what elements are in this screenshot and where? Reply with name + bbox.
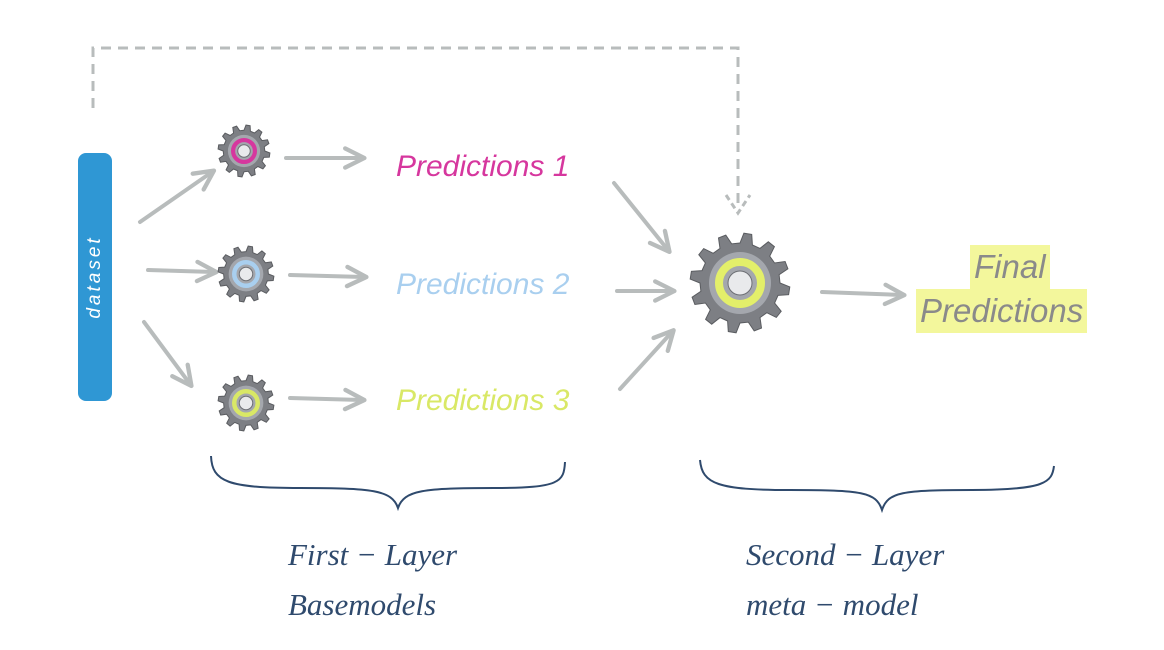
- arrow-meta-to-final: [820, 282, 907, 307]
- predictions-2-label: Predictions 2: [396, 268, 570, 301]
- dataset-label: dataset: [84, 235, 105, 319]
- gear-icon-base-model-3: [217, 374, 275, 432]
- arrow-predictions-3-to-meta: [618, 328, 676, 391]
- gear-icon-base-model-1: [217, 124, 271, 178]
- dashed-arrowhead: [724, 194, 752, 216]
- gear-icon-base-model-2: [217, 245, 275, 303]
- arrow-model-2-to-predictions: [288, 264, 369, 289]
- second-layer-line-2: meta − model: [746, 587, 919, 622]
- arrow-model-3-to-predictions: [288, 387, 367, 412]
- second-layer-brace: [699, 459, 1055, 514]
- gear-icon-meta-model: [689, 232, 791, 334]
- arrow-dataset-to-model-3: [142, 320, 194, 389]
- arrow-dataset-to-model-1: [138, 168, 217, 224]
- dataset-block: dataset: [78, 153, 112, 401]
- predictions-1-label: Predictions 1: [396, 150, 570, 183]
- first-layer-line-2: Basemodels: [288, 587, 437, 622]
- first-layer-line-1: First − Layer: [288, 537, 458, 572]
- arrow-dataset-to-model-2: [146, 259, 219, 284]
- second-layer-label: Second − Layer meta − model: [746, 530, 944, 630]
- final-predictions-label: Final Predictions: [916, 245, 1088, 333]
- predictions-3-label: Predictions 3: [396, 384, 570, 417]
- second-layer-line-1: Second − Layer: [746, 537, 945, 572]
- final-predictions-line-2: Predictions: [916, 289, 1088, 333]
- first-layer-brace: [210, 455, 566, 512]
- final-predictions-line-1: Final: [970, 245, 1050, 289]
- first-layer-label: First − Layer Basemodels: [288, 530, 457, 630]
- arrow-predictions-1-to-meta: [612, 181, 672, 255]
- dataset-skip-connection: [91, 46, 740, 205]
